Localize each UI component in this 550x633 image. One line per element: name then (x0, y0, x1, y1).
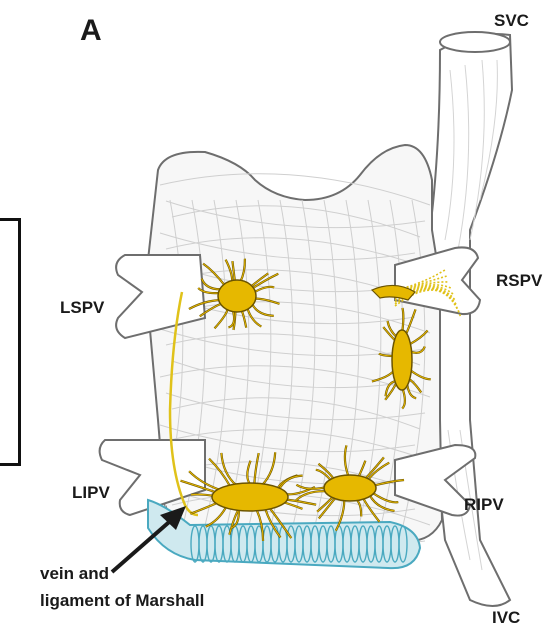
marshall-label-line2: ligament of Marshall (40, 591, 204, 610)
svc-label: SVC (494, 11, 529, 30)
ivc-label: IVC (492, 608, 520, 627)
lipv-label: LIPV (72, 483, 110, 502)
panel-label: A (80, 14, 102, 47)
marshall-label-line1: vein and (40, 564, 109, 583)
ripv-label: RIPV (464, 495, 504, 514)
lspv-label: LSPV (60, 298, 105, 317)
rspv-label: RSPV (496, 271, 543, 290)
